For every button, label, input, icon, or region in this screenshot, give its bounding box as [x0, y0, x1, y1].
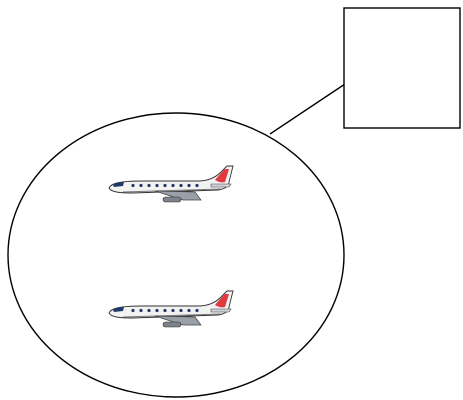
answer-box[interactable]	[344, 8, 460, 128]
set-ellipse	[8, 113, 344, 397]
connector-line	[270, 84, 345, 134]
